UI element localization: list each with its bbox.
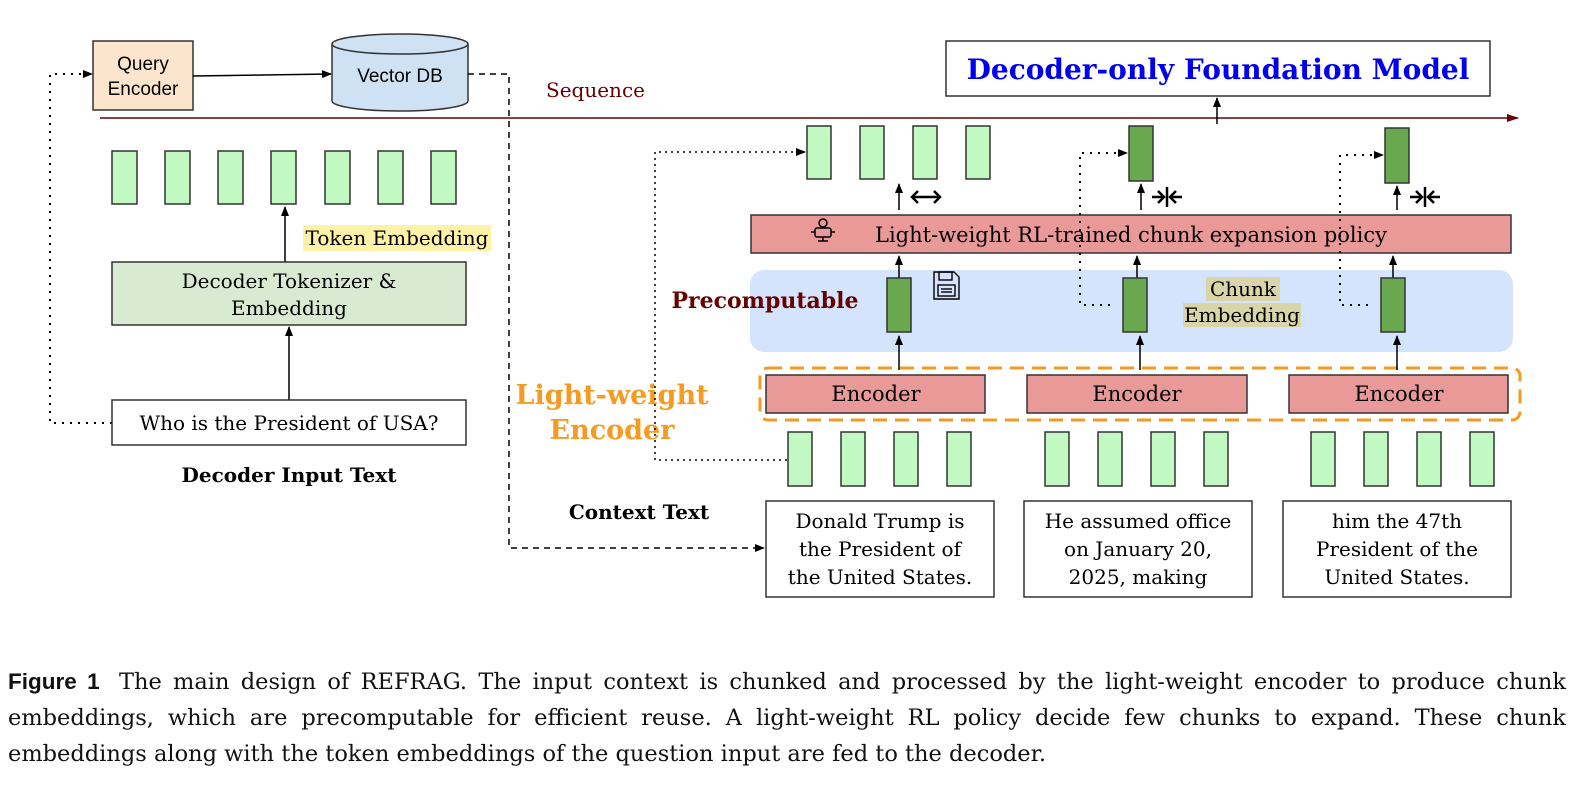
figure-caption: Figure 1 The main design of REFRAG. The … — [8, 664, 1566, 772]
compress-arrows-icon — [1152, 187, 1182, 207]
floppy-disk-icon — [933, 271, 960, 300]
token-embedding — [164, 150, 191, 205]
question-text: Who is the President of USA? — [140, 411, 439, 435]
question-box: Who is the President of USA? — [111, 399, 467, 446]
policy-label: Light-weight RL-trained chunk expansion … — [875, 223, 1387, 247]
query-encoder-label-2: Encoder — [108, 79, 179, 100]
arrow-db-to-context — [468, 73, 765, 552]
encoder-2: Encoder — [1026, 374, 1248, 414]
lightweight-encoder-group — [758, 366, 1522, 422]
context-tokens-chunk-3 — [1310, 431, 1495, 487]
dotted-path-expanded-tokens — [654, 148, 806, 461]
encoder-label: Encoder — [1092, 382, 1182, 406]
token-embedding — [912, 125, 938, 180]
context-chunk-3: him the 47th President of the United Sta… — [1282, 500, 1512, 598]
chunk-line: Donald Trump is — [795, 509, 964, 533]
token-embedding — [217, 150, 244, 205]
token-embedding — [1203, 431, 1229, 487]
token-embedding — [1310, 431, 1336, 487]
query-encoder-label-1: Query — [117, 54, 169, 75]
foundation-model-label: Decoder-only Foundation Model — [967, 53, 1470, 86]
chunk-line: President of the — [1316, 537, 1478, 561]
token-embedding — [859, 125, 885, 180]
chunk-embedding-label-2: Embedding — [1184, 303, 1300, 327]
decoder-tokenizer: Decoder Tokenizer & Embedding — [111, 261, 467, 326]
token-embedding — [1416, 431, 1442, 487]
token-embedding — [270, 150, 297, 205]
token-embedding — [787, 431, 813, 487]
vector-db: Vector DB — [331, 33, 469, 112]
compress-arrows-icon — [1410, 187, 1440, 207]
token-embedding — [111, 150, 138, 205]
encoder-label: Encoder — [1354, 382, 1444, 406]
encoder-3: Encoder — [1288, 374, 1509, 414]
chunk-embedding-label-1: Chunk — [1210, 277, 1277, 301]
chunk-line: the President of — [799, 537, 963, 561]
chunk-line: him the 47th — [1332, 509, 1462, 533]
token-embedding-label: Token Embedding — [306, 226, 489, 250]
chunk-embedding-highlight-1 — [1206, 277, 1280, 301]
token-embedding — [1363, 431, 1389, 487]
token-embedding — [377, 150, 404, 205]
dotted-path-chunk-2 — [1079, 149, 1128, 306]
robot-icon — [811, 218, 835, 242]
chunk-embedding — [1122, 277, 1148, 333]
chunk-embedding-highlight-2 — [1183, 303, 1301, 327]
token-embedding — [806, 125, 832, 180]
context-tokens-chunk-1 — [787, 431, 972, 487]
chunk-line: on January 20, — [1064, 537, 1212, 561]
token-embedding — [1044, 431, 1070, 487]
sequence-label: Sequence — [546, 78, 645, 102]
lightweight-encoder-label-2: Encoder — [550, 415, 676, 446]
left-token-embeddings — [111, 150, 457, 205]
token-embedding — [324, 150, 351, 205]
token-embedding — [965, 125, 991, 180]
compressed-chunk-embedding — [1384, 127, 1410, 184]
arrow-query-to-db — [192, 70, 332, 79]
decoder-input-text-label: Decoder Input Text — [182, 463, 398, 487]
chunk-embedding — [886, 277, 912, 333]
token-embedding-highlight — [303, 225, 491, 251]
token-embedding — [1469, 431, 1495, 487]
token-embedding — [840, 431, 866, 487]
arrow-question-to-query — [49, 70, 112, 424]
decoder-tokenizer-label-1: Decoder Tokenizer & — [182, 269, 397, 293]
precomputable-label: Precomputable — [671, 288, 858, 314]
lightweight-encoder-label-1: Light-weight — [515, 380, 709, 411]
chunk-line: the United States. — [788, 565, 972, 589]
encoder-label: Encoder — [831, 382, 921, 406]
expanded-token-embeddings — [806, 125, 991, 180]
token-embedding — [893, 431, 919, 487]
token-embedding — [430, 150, 457, 205]
encoder-1: Encoder — [765, 374, 986, 414]
figure-label: Figure 1 — [8, 669, 100, 694]
foundation-model: Decoder-only Foundation Model — [945, 40, 1491, 97]
token-embedding — [946, 431, 972, 487]
token-embedding — [1097, 431, 1123, 487]
context-tokens-chunk-2 — [1044, 431, 1229, 487]
decoder-tokenizer-label-2: Embedding — [231, 296, 347, 320]
refrag-diagram: Query Encoder Vector DB Sequence Decoder… — [49, 33, 1522, 598]
chunk-line: United States. — [1324, 565, 1469, 589]
vector-db-label: Vector DB — [357, 66, 443, 87]
context-chunk-1: Donald Trump is the President of the Uni… — [765, 500, 995, 598]
context-text-label: Context Text — [569, 500, 710, 524]
chunk-line: 2025, making — [1069, 565, 1208, 589]
context-chunk-2: He assumed office on January 20, 2025, m… — [1023, 500, 1253, 598]
query-encoder: Query Encoder — [92, 40, 194, 111]
expansion-policy: Light-weight RL-trained chunk expansion … — [750, 214, 1512, 254]
token-embedding — [1150, 431, 1176, 487]
chunk-line: He assumed office — [1045, 509, 1232, 533]
compressed-chunk-embedding — [1128, 125, 1154, 182]
chunk-embedding — [1380, 277, 1406, 333]
expand-arrows-icon — [910, 190, 942, 204]
figure-caption-text: The main design of REFRAG. The input con… — [8, 669, 1566, 767]
